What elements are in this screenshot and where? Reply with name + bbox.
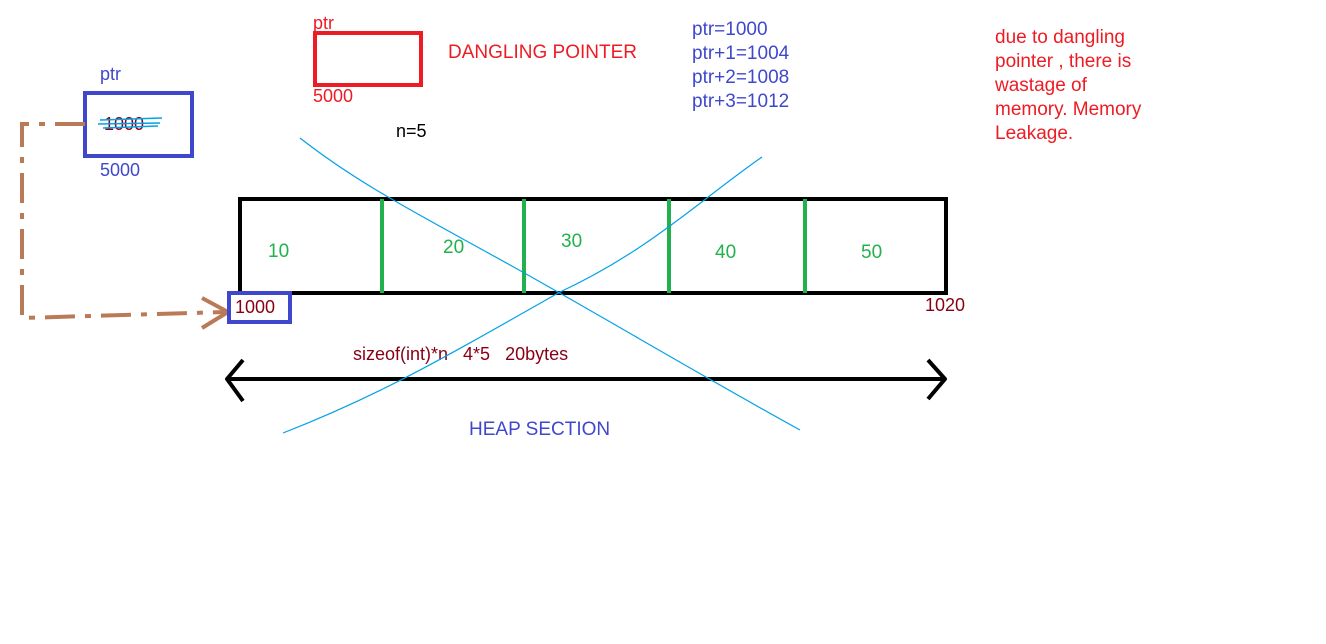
note-line-2: pointer , there is xyxy=(995,51,1131,72)
note-line-5: Leakage. xyxy=(995,123,1073,144)
new-ptr-label: ptr xyxy=(313,13,334,33)
start-address: 1000 xyxy=(235,297,275,317)
old-ptr-address: 5000 xyxy=(100,160,140,180)
array-cell-value: 20 xyxy=(443,237,464,258)
cross-out-line xyxy=(299,137,801,431)
end-address: 1020 xyxy=(925,295,965,315)
array-cell-value: 40 xyxy=(715,242,736,263)
heap-array-box xyxy=(238,197,948,295)
array-cell-value: 50 xyxy=(861,242,882,263)
diagram-title: DANGLING POINTER xyxy=(448,42,637,63)
note-line-3: wastage of xyxy=(994,75,1088,96)
arith-line-4: ptr+3=1012 xyxy=(692,91,789,112)
new-ptr-address: 5000 xyxy=(313,86,353,106)
arith-line-2: ptr+1=1004 xyxy=(692,43,790,64)
start-address-box xyxy=(227,291,292,324)
note-line-1: due to dangling xyxy=(995,27,1125,48)
pointer-arithmetic: ptr=1000 ptr+1=1004 ptr+2=1008 ptr+3=101… xyxy=(692,19,790,112)
memory-leak-note: due to dangling pointer , there is wasta… xyxy=(994,27,1142,144)
size-formula: sizeof(int)*n 4*5 20bytes xyxy=(353,344,568,364)
array-dividers xyxy=(380,199,807,293)
cross-out-line xyxy=(282,156,763,434)
n-label: n=5 xyxy=(396,121,427,141)
arith-line-1: ptr=1000 xyxy=(692,19,768,40)
old-ptr-label: ptr xyxy=(100,64,121,84)
arith-line-3: ptr+2=1008 xyxy=(692,67,789,88)
array-cell-value: 10 xyxy=(268,241,289,262)
note-line-4: memory. Memory xyxy=(995,99,1142,120)
array-cell-value: 30 xyxy=(561,231,582,252)
dashed-pointer-arrow xyxy=(20,122,226,321)
heap-section-label: HEAP SECTION xyxy=(469,419,610,440)
new-ptr-box xyxy=(313,31,423,87)
strike-through-marks xyxy=(97,117,163,129)
span-arrow xyxy=(225,358,947,403)
